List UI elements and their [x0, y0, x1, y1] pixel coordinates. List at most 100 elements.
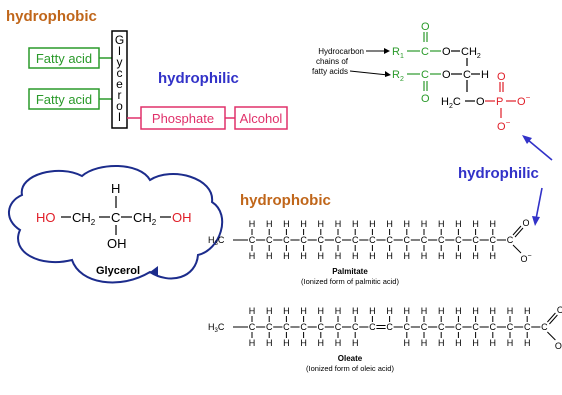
oleate-hydrogen: H	[318, 338, 325, 348]
palmitate-carboxyl-carbon: C	[507, 235, 514, 245]
palmitate-carbon: C	[300, 235, 307, 245]
oleate-hydrogen: H	[421, 338, 428, 348]
ch2-left-text: CH	[72, 210, 91, 225]
oleate-carbon: C	[369, 322, 376, 332]
label-hydrophilic-right: hydrophilic	[458, 165, 539, 182]
o-bottom-atom: O	[421, 93, 430, 105]
palmitate-hydrogen: H	[318, 219, 325, 229]
oleate-hydrogen: H	[266, 306, 273, 316]
palmitate-hydrogen: H	[335, 251, 342, 261]
palmitate-carbon: C	[404, 235, 411, 245]
hydrocarbon-note-line3: fatty acids	[312, 67, 348, 76]
oleate-hydrogen: H	[507, 338, 514, 348]
palmitate-name: Palmitate	[332, 267, 368, 276]
oleate-carboxyl-oxygen: O	[557, 305, 562, 315]
palmitate-hydrogen: H	[266, 219, 273, 229]
palmitate-hydrogen: H	[421, 219, 428, 229]
oleate-carbon: C	[524, 322, 531, 332]
palmitate-carboxyl-bond	[514, 227, 524, 238]
palmitate-carbon: C	[421, 235, 428, 245]
label-hydrophilic-middle: hydrophilic	[158, 70, 239, 87]
palmitate-hydrogen: H	[369, 251, 376, 261]
ch2-top-sub: 2	[477, 53, 481, 60]
oleate-carbon: C	[249, 322, 256, 332]
oleate-hydrogen: H	[472, 338, 479, 348]
po-top-atom: O	[497, 71, 506, 83]
r2-subscript: 2	[400, 76, 404, 83]
oleate-carbon: C	[507, 322, 514, 332]
palmitate-hydrogen: H	[455, 219, 462, 229]
oleate-hydrogen: H	[490, 338, 497, 348]
oleate-carbon: C	[404, 322, 411, 332]
alcohol-label: Alcohol	[240, 111, 283, 126]
oh-right: OH	[172, 210, 192, 225]
oleate-hydrogen: H	[438, 306, 445, 316]
oleate-carbon: C	[283, 322, 290, 332]
r2-label: R2	[392, 69, 404, 83]
glycerol-structure: HO CH2 C H OH CH2 OH Glycerol	[8, 165, 224, 284]
oleate-hydrogen: H	[249, 338, 256, 348]
palmitate-hydrogen: H	[490, 251, 497, 261]
palmitate-carbon: C	[369, 235, 376, 245]
oleate-carbon: C	[352, 322, 359, 332]
label-hydrophobic-bottom: hydrophobic	[240, 192, 331, 209]
glycerol-letter: c	[117, 66, 123, 80]
h2c-group: H2C	[441, 96, 461, 110]
ch2-left: CH2	[72, 210, 96, 227]
palmitate-carbon: C	[249, 235, 256, 245]
oleate-h3c: H3C	[208, 322, 225, 334]
ch2-right-sub: 2	[152, 218, 157, 227]
o-link-atom: O	[476, 96, 485, 108]
palmitate-carbon: C	[318, 235, 325, 245]
palmitate-hydrogen: H	[455, 251, 462, 261]
central-c: C	[111, 210, 120, 225]
oleate-hydrogen: H	[283, 338, 290, 348]
palmitate-hydrogen: H	[490, 219, 497, 229]
h-atom: H	[481, 69, 489, 81]
oleate-hydrogen: H	[335, 338, 342, 348]
oleate-carboxyl-bond	[547, 312, 556, 323]
o-low-atom: O	[442, 69, 451, 81]
ch2-left-sub: 2	[91, 218, 96, 227]
label-hydrophobic-top: hydrophobic	[6, 8, 97, 25]
palmitate-hydrogen: H	[283, 219, 290, 229]
o-mid-atom: O	[442, 46, 451, 58]
hydrocarbon-note-line1: Hydrocarbon	[318, 47, 364, 56]
palmitate-hydrogen: H	[249, 251, 256, 261]
glycerol-letter: l	[118, 44, 121, 58]
glycerol-name: Glycerol	[96, 265, 140, 277]
oleate-carbon: C	[266, 322, 273, 332]
hydrophilic-arrow-lower-head	[532, 216, 540, 226]
glycerol-letter: G	[115, 33, 124, 47]
ch2-top: CH2	[461, 46, 481, 60]
palmitate-hydrogen: H	[438, 251, 445, 261]
oleate-carbon: C	[438, 322, 445, 332]
palmitate-hydrogen: H	[472, 219, 479, 229]
phospholipid-schematic: Fatty acid Fatty acid G l y c e r o l Ph…	[28, 30, 288, 130]
oleate-carboxyl-bond	[549, 314, 558, 325]
palmitate-hydrogen: H	[438, 219, 445, 229]
oleate-carbon: C	[455, 322, 462, 332]
h2c-c: C	[453, 96, 461, 108]
o-top-atom: O	[421, 21, 430, 33]
ch2-right: CH2	[133, 210, 157, 227]
oleate-carbon: C	[421, 322, 428, 332]
oleate-hydrogen: H	[369, 306, 376, 316]
palmitate-carboxyl-oxygen-minus: O−	[520, 253, 531, 264]
palmitate-hydrogen: H	[404, 219, 411, 229]
po-right-minus: −	[526, 93, 531, 102]
palmitate-h3c: H3C	[208, 235, 225, 247]
hydrophilic-arrow-lower	[535, 187, 543, 220]
oleate-hydrogen: H	[266, 338, 273, 348]
hydrocarbon-note-line2: chains of	[316, 57, 349, 66]
oleate-hydrogen: H	[524, 306, 531, 316]
fatty-acid-label-top: Fatty acid	[36, 51, 92, 66]
oleate-carbon: C	[318, 322, 325, 332]
h2c-h: H	[441, 96, 449, 108]
r1-label: R1	[392, 46, 404, 60]
oleate-carbon: C	[472, 322, 479, 332]
palmitate-carbon: C	[472, 235, 479, 245]
c1-atom: C	[421, 46, 429, 58]
alcohol-box	[234, 106, 288, 130]
